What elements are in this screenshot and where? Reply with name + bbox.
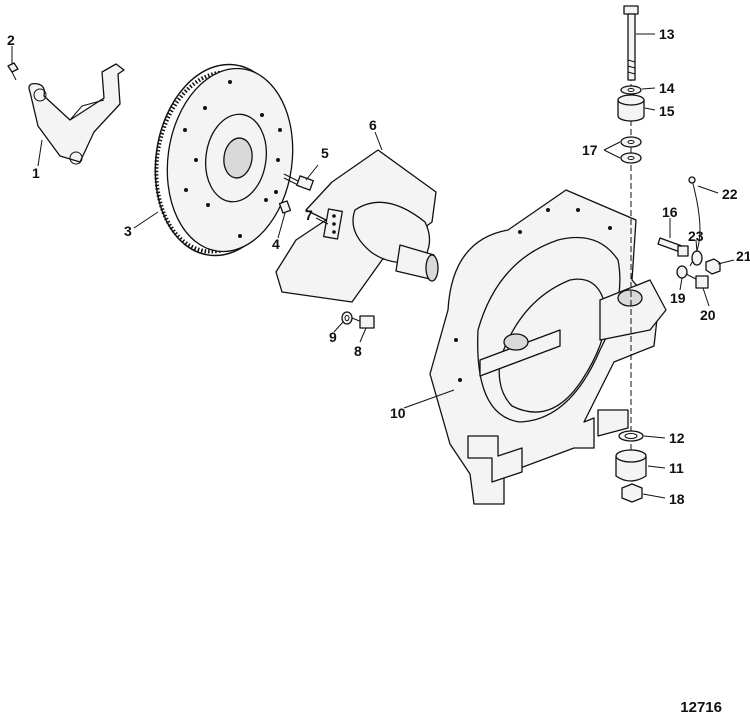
callout-7: 7 — [305, 207, 313, 223]
part-5-bolt — [283, 173, 314, 191]
part-21-nut — [705, 258, 721, 275]
callout-15: 15 — [659, 103, 675, 119]
callout-17: 17 — [582, 142, 598, 158]
callout-21: 21 — [736, 248, 750, 264]
callout-13: 13 — [659, 26, 675, 42]
part-12-washer — [618, 430, 644, 442]
callout-4: 4 — [272, 236, 280, 252]
part-17-washers — [620, 136, 642, 164]
part-14-washer — [620, 85, 642, 95]
callout-12: 12 — [669, 430, 685, 446]
callout-1: 1 — [32, 165, 40, 181]
part-2-screw — [7, 62, 19, 81]
part-6-coupler — [275, 149, 439, 303]
part-4-dowel-pin — [278, 200, 292, 214]
part-15-spacer — [617, 94, 645, 122]
part-16-stud — [657, 237, 689, 257]
callout-5: 5 — [321, 145, 329, 161]
callout-2: 2 — [7, 32, 15, 48]
part-13-long-bolt — [623, 5, 639, 81]
diagram-reference-number: 12716 — [680, 699, 722, 716]
callout-22: 22 — [722, 186, 738, 202]
part-19-washer — [676, 265, 688, 279]
part-8-bolt — [351, 315, 375, 329]
callout-10: 10 — [390, 405, 406, 421]
callout-20: 20 — [700, 307, 716, 323]
callout-6: 6 — [369, 117, 377, 133]
callout-3: 3 — [124, 223, 132, 239]
part-20-bolt — [685, 273, 709, 289]
part-23-washer — [691, 250, 703, 266]
part-11-mount — [615, 449, 647, 482]
callout-14: 14 — [659, 80, 675, 96]
callout-9: 9 — [329, 329, 337, 345]
callout-18: 18 — [669, 491, 685, 507]
callout-16: 16 — [662, 204, 678, 220]
part-10-flywheel-housing — [429, 189, 667, 505]
part-1-bracket — [28, 63, 125, 165]
part-9-washer — [341, 311, 353, 325]
callout-19: 19 — [670, 290, 686, 306]
callout-11: 11 — [669, 460, 684, 476]
leader-lines — [11, 33, 735, 499]
callout-8: 8 — [354, 343, 362, 359]
callout-23: 23 — [688, 228, 704, 244]
part-18-nut — [621, 483, 643, 503]
part-3-flywheel — [154, 63, 294, 257]
